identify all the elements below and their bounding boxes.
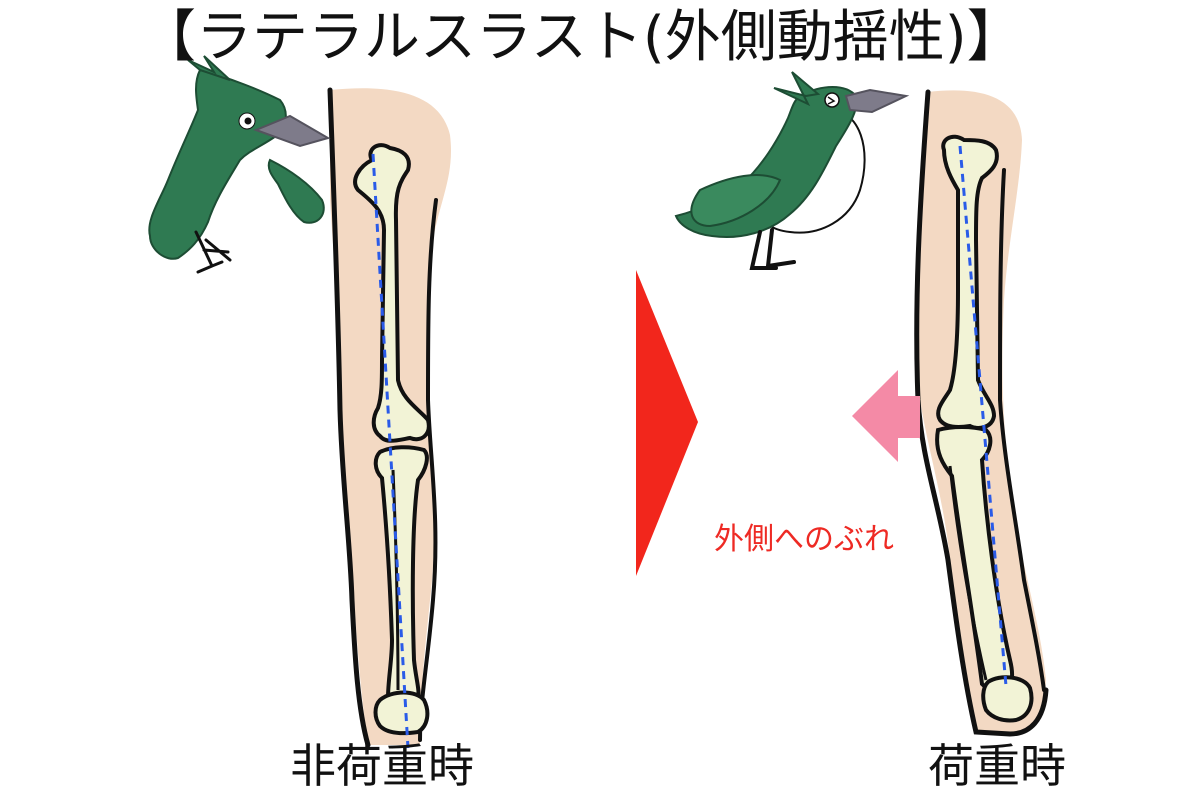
right-leg-outline	[914, 89, 1049, 737]
right-bird	[674, 71, 910, 270]
right-bird-legs	[749, 228, 796, 270]
left-bird-wing	[267, 158, 325, 224]
left-bird-feet	[194, 230, 232, 274]
left-leg-outline	[327, 87, 371, 748]
right-bird-crest	[773, 71, 821, 107]
right-bird-wing	[690, 174, 782, 228]
left-bird-crest	[187, 55, 231, 81]
left-femur	[353, 143, 431, 443]
left-block-arrow-icon	[852, 370, 920, 462]
right-femur	[936, 134, 999, 430]
right-bird-eye-mark	[827, 96, 836, 105]
left-bird	[148, 55, 331, 274]
right-fibula-line	[948, 465, 988, 681]
left-bird-body	[148, 68, 287, 260]
left-leg-inner-outline	[418, 198, 438, 742]
left-foot-bone	[373, 690, 430, 736]
left-bird-pupil	[244, 117, 252, 125]
left-bird-beak	[253, 114, 331, 148]
left-caption-non-weight-bearing: 非荷重時	[290, 739, 474, 793]
right-bird-beak	[844, 88, 910, 114]
right-leg-inner-outline	[997, 168, 1046, 692]
right-caption-weight-bearing: 荷重時	[928, 739, 1066, 793]
lateral-shift-annotation: 外側へのぶれ	[714, 522, 894, 557]
right-triangle-arrow-icon	[636, 270, 698, 576]
page-title: 【ラテラルスラスト(外側動揺性)】	[140, 5, 1023, 70]
left-mechanical-axis	[371, 153, 410, 749]
right-leg	[914, 89, 1049, 737]
right-mechanical-axis	[958, 145, 1008, 687]
left-leg	[327, 87, 452, 749]
right-foot-bone	[981, 675, 1034, 723]
